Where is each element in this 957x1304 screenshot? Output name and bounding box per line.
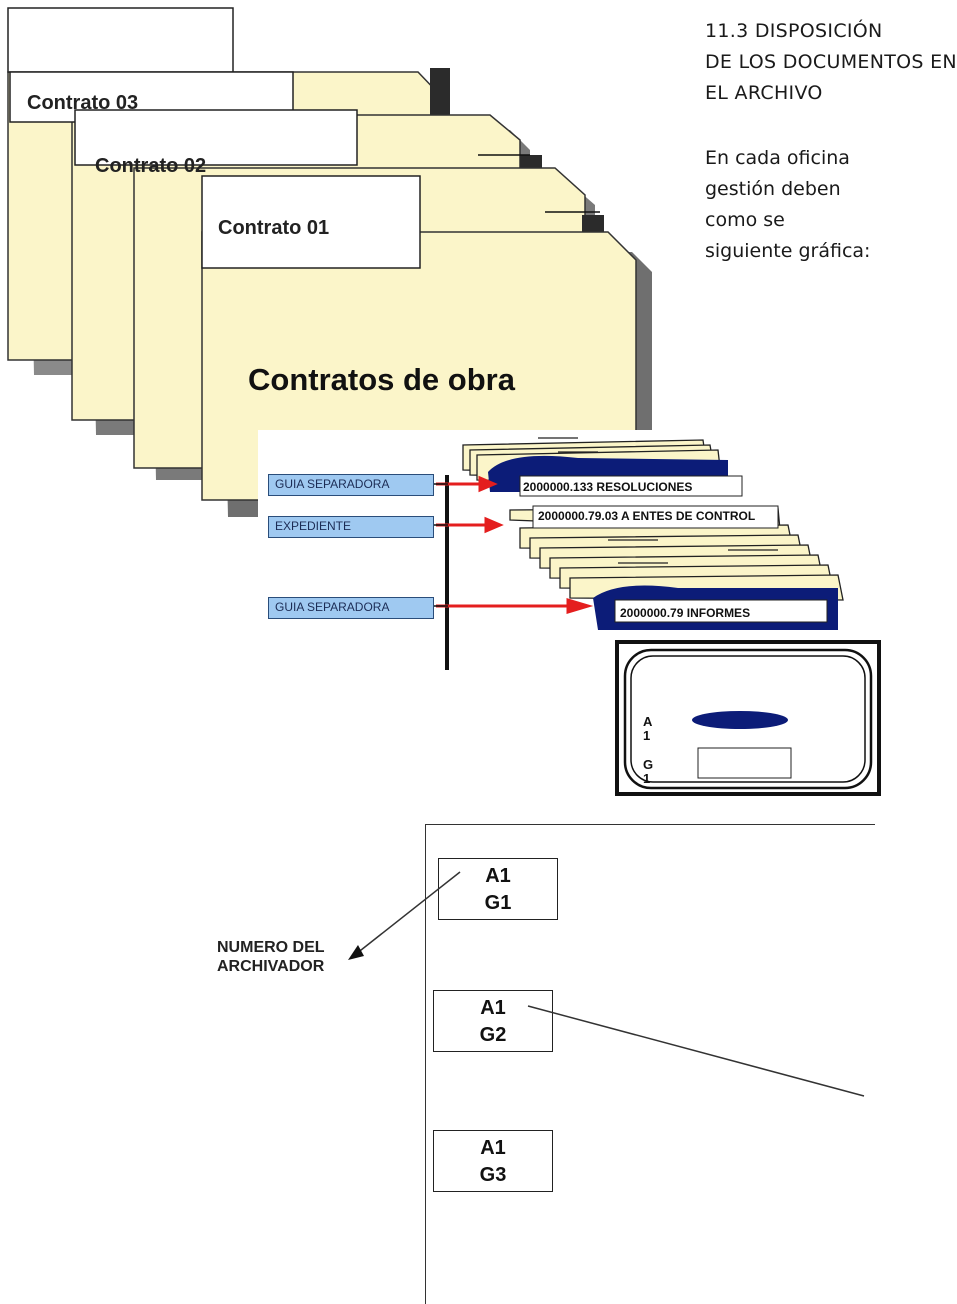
drawer-handle-icon — [692, 711, 788, 729]
paragraph-line-2: gestión deben — [705, 178, 841, 200]
arrow-head-icon — [348, 945, 364, 960]
heading-line-1: 11.3 DISPOSICIÓN — [705, 20, 883, 42]
tab-label-informes: 2000000.79 INFORMES — [620, 606, 751, 620]
annotation-line-2: ARCHIVADOR — [217, 958, 325, 975]
folder-label-01: Contrato 01 — [218, 217, 330, 239]
cabinet-g-letter: G — [643, 757, 654, 772]
cabinet-drawer-front — [615, 640, 881, 796]
body-paragraph: En cada oficina gestión deben como se si… — [705, 143, 871, 267]
drawer-1-archivador: A1 — [485, 865, 511, 887]
guide-label-separadora-1: GUIA SEPARADORA — [268, 474, 434, 496]
folder-label-02: Contrato 02 — [95, 155, 207, 177]
folders-title: Contratos de obra — [248, 362, 515, 397]
annotation-label: NUMERO DEL ARCHIVADOR — [217, 938, 325, 976]
cabinet-a-number: 1 — [643, 728, 651, 743]
cabinet-g-number: 1 — [643, 771, 651, 786]
tab-label-resoluciones: 2000000.133 RESOLUCIONES — [523, 480, 693, 494]
cabinet-a-letter: A — [643, 714, 653, 729]
section-heading: 11.3 DISPOSICIÓN DE LOS DOCUMENTOS EN EL… — [705, 16, 957, 109]
heading-line-2: DE LOS DOCUMENTOS EN — [705, 51, 957, 73]
cabinet-letter-g: G 1 — [643, 758, 653, 786]
drawer-2-gaveta: G2 — [479, 1024, 507, 1046]
tab-label-entes-control: 2000000.79.03 A ENTES DE CONTROL — [538, 509, 756, 523]
guide-label-expediente: EXPEDIENTE — [268, 516, 434, 538]
drawer-1-gaveta: G1 — [484, 892, 512, 914]
contract-folders-illustration — [7, 7, 652, 517]
filing-diagram — [433, 437, 844, 670]
drawer-code-2: A1 G2 — [433, 990, 553, 1052]
cabinet-letter-a: A 1 — [643, 715, 652, 743]
drawer-code-1: A1 G1 — [438, 858, 558, 920]
heading-line-3: EL ARCHIVO — [705, 82, 823, 104]
paragraph-line-3: como se — [705, 209, 785, 231]
archivador-panel — [425, 824, 875, 1304]
paragraph-line-4: siguiente gráfica: — [705, 240, 871, 262]
drawer-3-archivador: A1 — [480, 1137, 506, 1159]
guide-label-separadora-2: GUIA SEPARADORA — [268, 597, 434, 619]
paragraph-line-1: En cada oficina — [705, 147, 850, 169]
annotation-line-1: NUMERO DEL — [217, 939, 325, 956]
drawer-2-archivador: A1 — [480, 997, 506, 1019]
drawer-3-gaveta: G3 — [479, 1164, 507, 1186]
folder-label-03: Contrato 03 — [27, 92, 139, 114]
annotation-lines — [348, 871, 865, 1097]
drawer-code-3: A1 G3 — [433, 1130, 553, 1192]
